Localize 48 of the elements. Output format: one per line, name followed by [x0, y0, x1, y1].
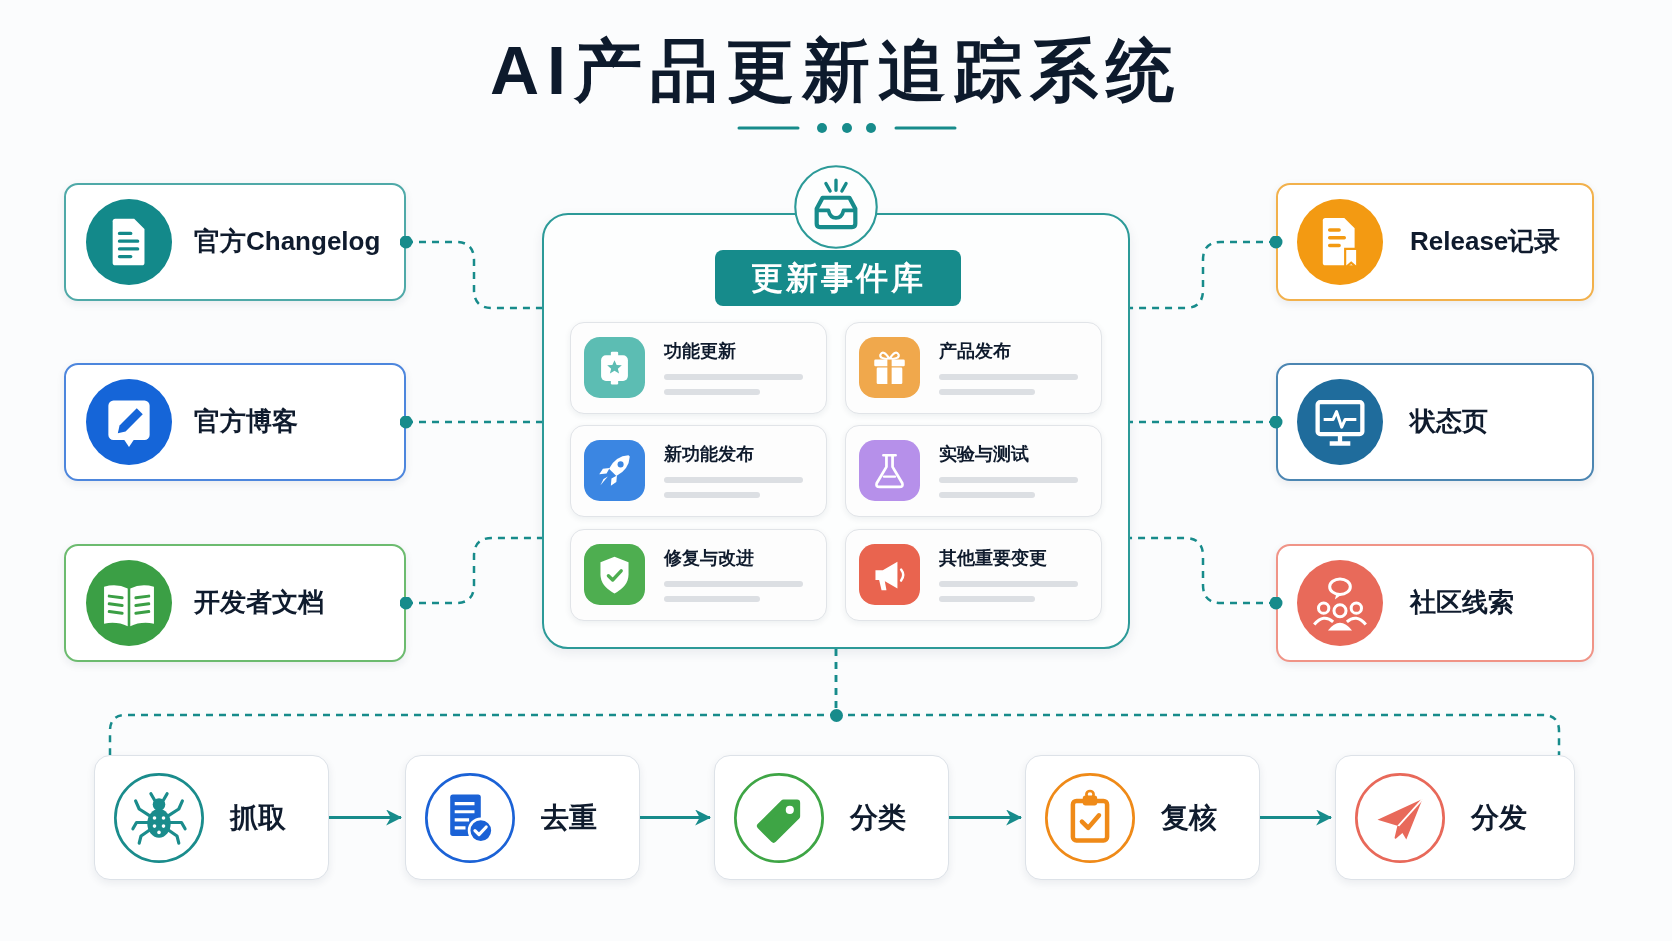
node-label: Release记录: [1410, 226, 1561, 258]
connector-line: [399, 415, 542, 429]
arrow: [640, 809, 712, 826]
connector-line: [1130, 415, 1283, 429]
node-label: 新功能发布: [664, 444, 754, 466]
source-card: [1276, 363, 1594, 481]
node-label: 分类: [850, 800, 906, 835]
arrow: [1260, 809, 1333, 826]
node-label: 开发者文档: [194, 587, 324, 619]
title: AI产品更新追踪系统: [490, 31, 1182, 110]
node-label: 实验与测试: [939, 444, 1029, 466]
node-label: 抓取: [230, 800, 286, 835]
category-card: [570, 322, 827, 414]
arrow: [949, 809, 1023, 826]
node-label: 社区线索: [1410, 587, 1514, 619]
source-card: [1276, 183, 1594, 301]
step-card: [714, 755, 949, 880]
connector-line: [1130, 536, 1283, 610]
category-card: [570, 425, 827, 517]
connector-line: [834, 649, 1561, 755]
source-card: [64, 363, 406, 481]
node-label: 官方Changelog: [194, 226, 381, 258]
step-card: [1025, 755, 1260, 880]
node-label: 功能更新: [664, 341, 736, 363]
event-library-panel: [542, 213, 1130, 649]
step-card: [94, 755, 329, 880]
step-card: [405, 755, 640, 880]
heading-band: 更新事件库: [715, 250, 961, 306]
source-card: [1276, 544, 1594, 662]
category-card: [845, 425, 1102, 517]
step-card: [1335, 755, 1575, 880]
source-card: [64, 544, 406, 662]
node-label: 分发: [1471, 800, 1527, 835]
node-label: 复核: [1161, 800, 1217, 835]
category-card: [570, 529, 827, 621]
category-card: [845, 322, 1102, 414]
source-card: [64, 183, 406, 301]
connector-line: [1130, 235, 1283, 310]
node-label: 产品发布: [939, 341, 1011, 363]
node-label: 其他重要变更: [939, 548, 1047, 570]
node-label: 官方博客: [194, 406, 298, 438]
node-label: 去重: [541, 800, 597, 835]
connector-line: [399, 235, 542, 310]
category-card: [845, 529, 1102, 621]
arrow: [329, 809, 403, 826]
node-label: 状态页: [1410, 406, 1488, 438]
node-label: 修复与改进: [664, 548, 754, 570]
connector-line: [399, 536, 542, 610]
